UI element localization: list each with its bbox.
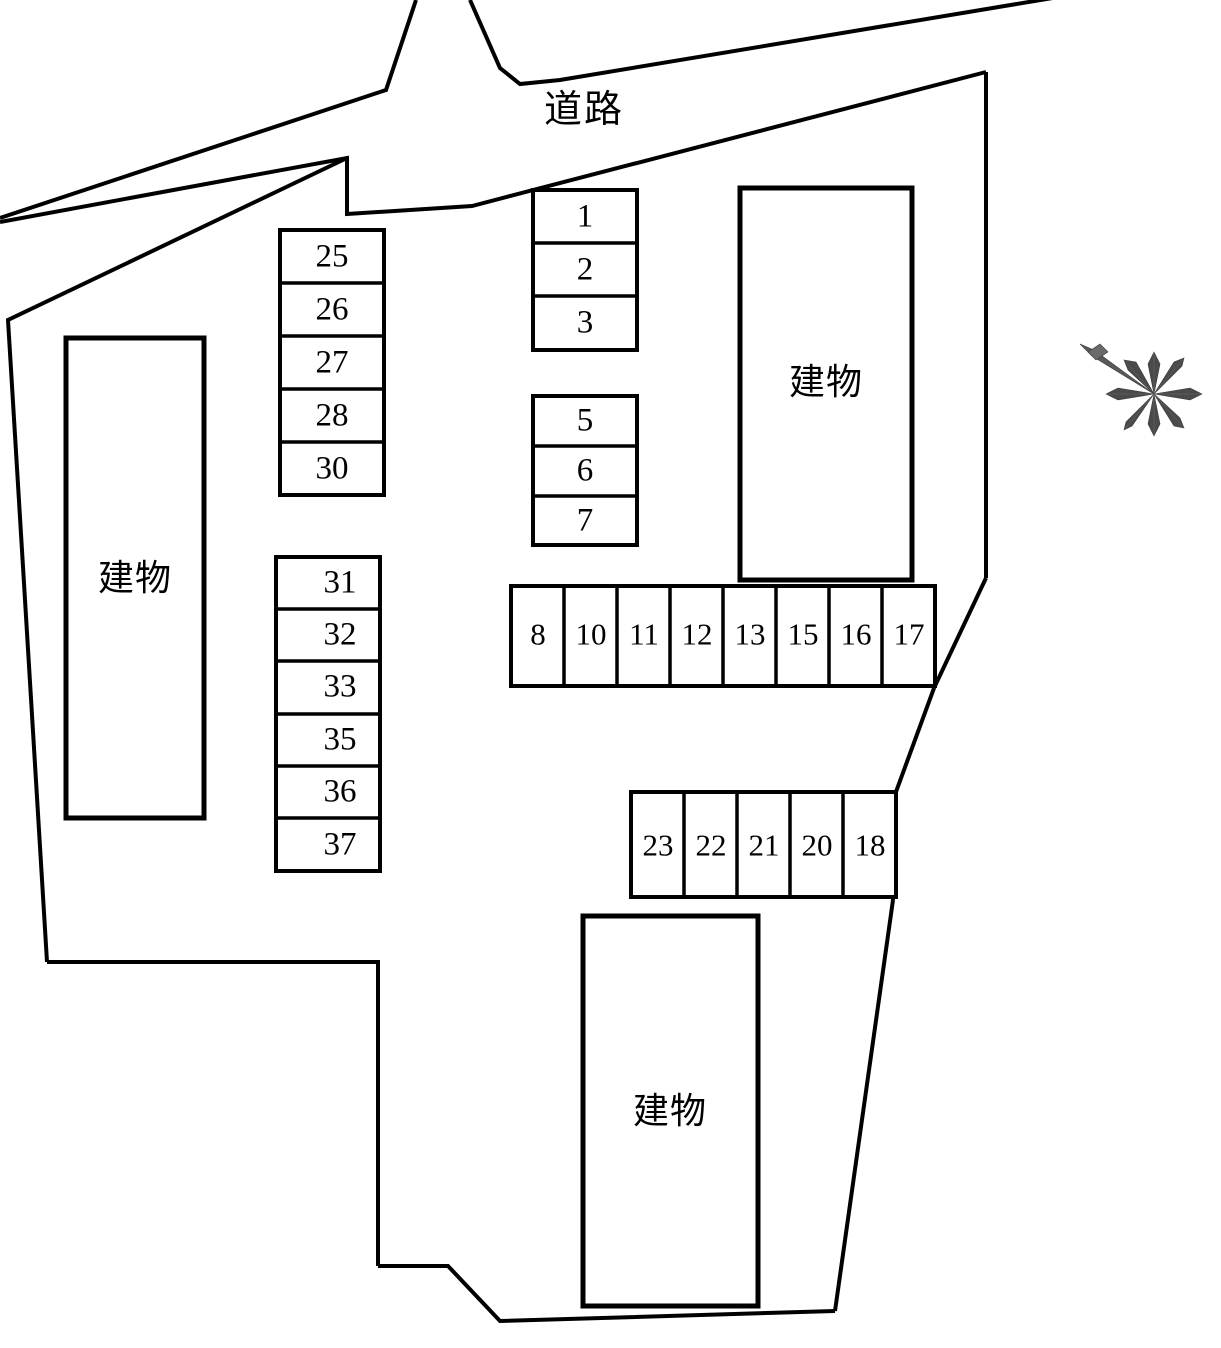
stall-number-13[interactable]: 13: [734, 616, 766, 652]
stall-number-18[interactable]: 18: [854, 827, 886, 863]
building-west: [63, 335, 207, 821]
boundary-west: [5, 156, 348, 963]
stalls-column-1-3[interactable]: [531, 188, 639, 352]
stall-number-12[interactable]: 12: [681, 616, 713, 652]
stall-number-8[interactable]: 8: [530, 616, 546, 652]
stall-group-outline: [278, 228, 386, 497]
site-boundary: [5, 72, 988, 1324]
compass-rose-icon: [1079, 343, 1203, 437]
building-south: [580, 913, 761, 1309]
stalls-row-8-17[interactable]: [509, 584, 937, 688]
stall-number-3[interactable]: 3: [576, 304, 594, 341]
stalls-column-5-7[interactable]: [531, 394, 639, 547]
boundary-east-slope-1: [932, 577, 988, 689]
stall-number-35[interactable]: 35: [323, 721, 357, 758]
stall-number-16[interactable]: 16: [840, 616, 872, 652]
stall-number-25[interactable]: 25: [315, 238, 349, 275]
stall-number-28[interactable]: 28: [315, 397, 349, 434]
road-label: 道路: [543, 89, 625, 131]
buildings-layer: [63, 185, 915, 1309]
stall-number-5[interactable]: 5: [576, 402, 594, 439]
north-needle-icon: [1079, 343, 1155, 395]
stall-number-27[interactable]: 27: [315, 344, 349, 381]
stalls-row-23-18[interactable]: [629, 790, 898, 899]
road-edge-upper-right: [468, 0, 1053, 87]
boundary-west-step: [47, 960, 380, 1266]
stall-number-36[interactable]: 36: [323, 773, 357, 810]
stall-number-33[interactable]: 33: [323, 668, 357, 705]
stall-number-20[interactable]: 20: [801, 827, 833, 863]
building-south-label: 建物: [632, 1090, 708, 1131]
boundary-east-slope-4: [833, 899, 895, 1312]
stalls-column-31-37[interactable]: [274, 555, 382, 873]
stall-number-37[interactable]: 37: [323, 826, 357, 863]
stall-number-10[interactable]: 10: [575, 616, 607, 652]
stall-group-outline: [629, 790, 898, 899]
stall-group-outline: [531, 188, 639, 352]
stall-group-outline: [531, 394, 639, 547]
stall-number-26[interactable]: 26: [315, 291, 349, 328]
stall-number-30[interactable]: 30: [315, 450, 349, 487]
stall-number-15[interactable]: 15: [787, 616, 819, 652]
building-northeast: [737, 185, 915, 583]
boundary-south: [378, 1264, 836, 1324]
road-edge-upper-left: [0, 0, 418, 220]
stall-number-2[interactable]: 2: [576, 251, 594, 288]
stall-number-21[interactable]: 21: [748, 827, 780, 863]
stalls-column-25-30[interactable]: [278, 228, 386, 497]
building-northeast-label: 建物: [788, 361, 864, 402]
boundary-east-slope-2: [891, 687, 936, 801]
stall-number-7[interactable]: 7: [576, 502, 594, 539]
stall-number-22[interactable]: 22: [695, 827, 727, 863]
building-west-label: 建物: [97, 557, 173, 598]
stall-number-17[interactable]: 17: [893, 616, 925, 652]
stall-number-31[interactable]: 31: [323, 564, 357, 601]
stall-number-6[interactable]: 6: [576, 452, 594, 489]
stall-number-1[interactable]: 1: [576, 198, 594, 235]
stall-number-32[interactable]: 32: [323, 616, 357, 653]
stall-number-11[interactable]: 11: [629, 616, 659, 652]
stall-number-23[interactable]: 23: [642, 827, 674, 863]
